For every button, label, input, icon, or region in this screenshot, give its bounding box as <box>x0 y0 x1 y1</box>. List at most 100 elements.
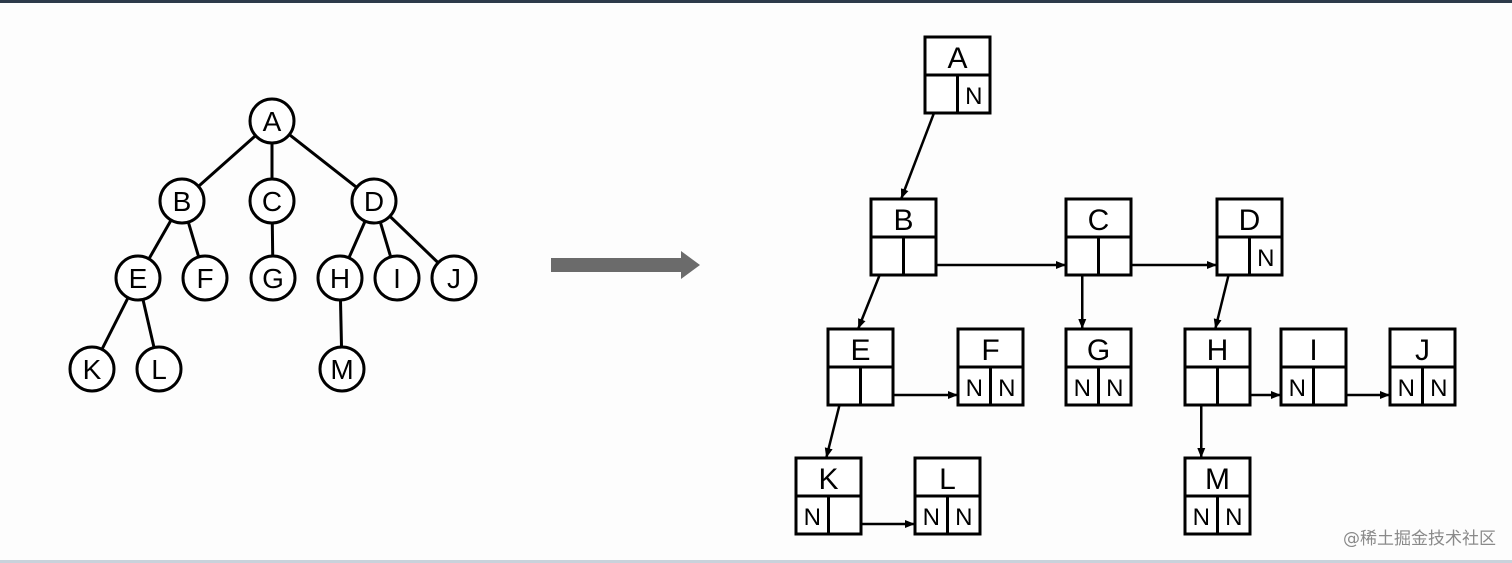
tree-node-circle <box>135 345 183 393</box>
tree-node-label: I <box>393 263 401 294</box>
tree-node-label: A <box>263 106 282 137</box>
tree-edge-B-E <box>147 219 173 260</box>
binary-node-D: DN <box>1215 197 1284 277</box>
tree-node-C: C <box>248 177 296 225</box>
tree-node-H: H <box>316 254 364 302</box>
tree-node-B: B <box>158 177 206 225</box>
binary-node-label: L <box>939 463 956 496</box>
binary-node-E: E <box>826 327 895 407</box>
tree-node-D: D <box>350 177 398 225</box>
tree-node-label: M <box>330 354 353 385</box>
null-sibling-marker: N <box>1225 504 1242 531</box>
tree-node-label: L <box>151 354 167 385</box>
binary-node-H: H <box>1183 327 1252 407</box>
tree-node-label: G <box>262 263 284 294</box>
tree-edge-D-I <box>378 221 393 258</box>
binary-node-label: G <box>1087 334 1110 367</box>
binary-node-label: M <box>1205 463 1230 496</box>
binary-node-label: E <box>850 334 870 367</box>
arrow-head <box>681 251 700 279</box>
tree-node-circle <box>114 254 162 302</box>
tree-node-circle <box>350 177 398 225</box>
general-tree-nodes: A B C D E F G H I J K L M <box>68 97 478 393</box>
tree-node-J: J <box>430 254 478 302</box>
null-sibling-marker: N <box>998 375 1015 402</box>
tree-edge-D-J <box>388 215 440 264</box>
binary-node-label: K <box>818 463 838 496</box>
watermark: @稀土掘金技术社区 <box>1343 529 1496 549</box>
tree-node-A: A <box>248 97 296 145</box>
tree-edge-H-M <box>338 299 344 348</box>
null-sibling-marker: N <box>1257 245 1274 272</box>
binary-node-label: C <box>1088 204 1110 237</box>
binary-node-label: H <box>1207 334 1229 367</box>
tree-node-circle <box>248 97 296 145</box>
null-child-marker: N <box>1074 375 1091 402</box>
tree-edge-D-H <box>347 220 367 259</box>
binary-node-label: D <box>1239 204 1261 237</box>
tree-node-circle <box>181 254 229 302</box>
tree-edge-E-K <box>100 296 130 351</box>
tree-node-circle <box>430 254 478 302</box>
tree-node-label: C <box>262 186 282 217</box>
tree-node-I: I <box>373 254 421 302</box>
null-child-marker: N <box>966 375 983 402</box>
tree-node-circle <box>68 345 116 393</box>
general-tree-edges <box>100 133 440 351</box>
binary-node-label: F <box>981 334 999 367</box>
tree-node-label: K <box>83 354 102 385</box>
null-child-marker: N <box>923 504 940 531</box>
tree-node-M: M <box>318 345 366 393</box>
tree-node-F: F <box>181 254 229 302</box>
binary-node-label: A <box>947 42 967 75</box>
tree-node-E: E <box>114 254 162 302</box>
binary-node-label: J <box>1415 334 1430 367</box>
null-child-marker: N <box>804 504 821 531</box>
binary-node-C: C <box>1064 197 1133 277</box>
null-sibling-marker: N <box>1106 375 1123 402</box>
null-child-marker: N <box>1289 375 1306 402</box>
tree-node-circle <box>316 254 364 302</box>
tree-edge-B-F <box>186 221 201 258</box>
tree-node-label: D <box>364 186 384 217</box>
tree-node-label: E <box>129 263 148 294</box>
transform-arrow <box>551 251 700 279</box>
binary-node-B: B <box>869 197 938 277</box>
null-child-marker: N <box>1398 375 1415 402</box>
tree-node-label: J <box>447 263 461 294</box>
tree-node-circle <box>248 177 296 225</box>
bottom-border <box>0 560 1512 563</box>
binary-node-A: AN <box>923 35 992 115</box>
tree-node-circle <box>373 254 421 302</box>
binary-node-label: I <box>1309 334 1317 367</box>
null-child-marker: N <box>1193 504 1210 531</box>
null-sibling-marker: N <box>955 504 972 531</box>
tree-node-L: L <box>135 345 183 393</box>
binary-node-K: KN <box>794 456 863 536</box>
tree-node-G: G <box>249 254 297 302</box>
tree-node-circle <box>158 177 206 225</box>
tree-node-K: K <box>68 345 116 393</box>
binary-node-label: B <box>893 204 913 237</box>
tree-edge-E-L <box>141 299 156 348</box>
tree-edge-A-D <box>288 133 358 189</box>
null-sibling-marker: N <box>1430 375 1447 402</box>
tree-node-label: B <box>173 186 192 217</box>
tree-node-label: F <box>196 263 213 294</box>
binary-node-I: IN <box>1279 327 1348 407</box>
tree-edge-A-B <box>197 134 257 188</box>
binary-tree-links <box>824 92 1390 528</box>
tree-node-circle <box>318 345 366 393</box>
tree-node-label: H <box>330 263 350 294</box>
null-sibling-marker: N <box>965 83 982 110</box>
tree-node-circle <box>249 254 297 302</box>
arrow-shaft <box>551 258 683 272</box>
top-border <box>0 0 1512 3</box>
